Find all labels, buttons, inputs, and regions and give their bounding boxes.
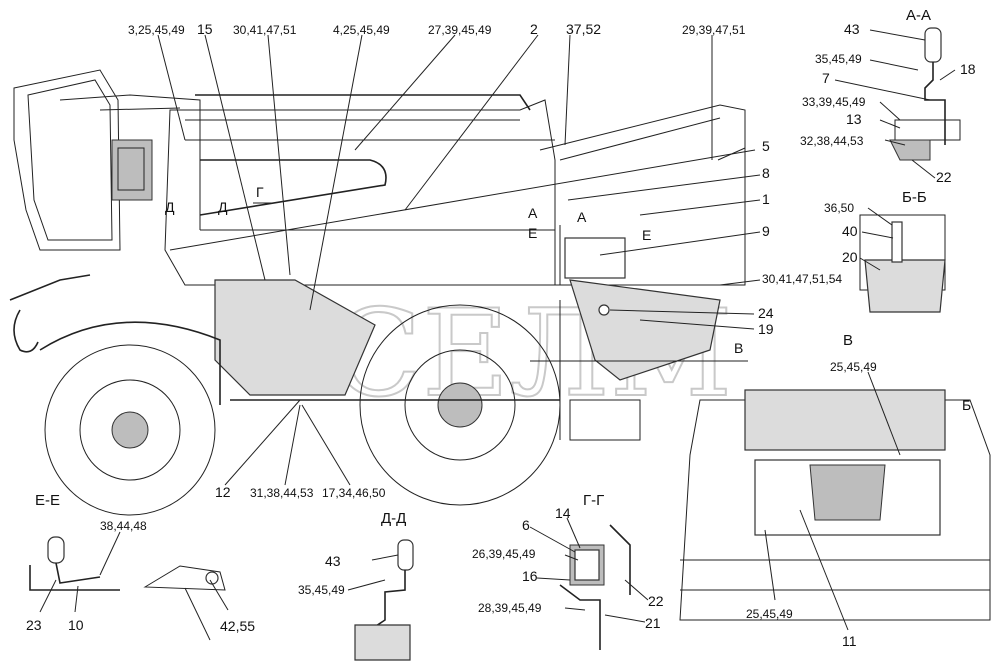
callout-9: 5 [762, 138, 770, 154]
callout-4: 4,25,45,49 [333, 23, 390, 37]
view-g-g-part-1: 14 [555, 505, 571, 521]
view-a-a-part-6: 13 [846, 111, 862, 127]
view-a-a-part-7: 32,38,44,53 [800, 134, 864, 148]
view-g-g-part-3: 26,39,45,49 [472, 547, 536, 561]
section-mark-a1: А [528, 205, 538, 221]
callout-1: 3,25,45,49 [128, 23, 185, 37]
view-a-a-title: А-А [906, 7, 931, 24]
view-d-d-title: Д-Д [381, 510, 406, 527]
view-b-b: Б-Б 36,50 40 20 [824, 189, 946, 313]
section-mark-g: Г [256, 184, 264, 200]
section-mark-d2: Д [218, 199, 228, 215]
callout-6: 2 [530, 21, 538, 37]
callout-10: 8 [762, 165, 770, 181]
view-v-part-1: 25,45,49 [830, 360, 877, 374]
callout-7: 37,52 [566, 21, 601, 37]
view-e-e-part-1: 38,44,48 [100, 519, 147, 533]
view-g-g: Г-Г 14 6 26,39,45,49 16 28,39,45,49 22 2… [472, 492, 664, 650]
view-a-a-part-4: 7 [822, 70, 830, 86]
callout-2: 15 [197, 21, 213, 37]
view-e-e-title: Е-Е [35, 492, 60, 509]
main-callouts: 3,25,45,49 15 30,41,47,51 4,25,45,49 27,… [128, 21, 842, 500]
callout-18: 17,34,46,50 [322, 486, 386, 500]
callout-5: 27,39,45,49 [428, 23, 492, 37]
view-b-b-title: Б-Б [902, 189, 927, 206]
section-mark-v: В [734, 340, 743, 356]
view-g-g-part-4: 16 [522, 568, 538, 584]
view-g-g-part-6: 22 [648, 593, 664, 609]
section-mark-e2: Е [642, 227, 651, 243]
view-e-e: Е-Е 38,44,48 23 10 42,55 [26, 492, 255, 641]
callout-11: 1 [762, 191, 770, 207]
view-e-e-part-4: 42,55 [220, 618, 255, 634]
view-b-b-part-1: 36,50 [824, 201, 854, 215]
callout-13: 30,41,47,51,54 [762, 272, 842, 286]
section-mark-e1: Е [528, 225, 537, 241]
view-a-a-part-8: 22 [936, 169, 952, 185]
section-mark-a2: А [577, 209, 587, 225]
view-g-g-part-5: 28,39,45,49 [478, 601, 542, 615]
view-b-b-part-2: 40 [842, 223, 858, 239]
view-d-d: Д-Д 43 35,45,49 [298, 510, 414, 661]
section-mark-b2: Б [962, 397, 971, 413]
callout-15: 19 [758, 321, 774, 337]
view-d-d-part-1: 43 [325, 553, 341, 569]
leader-lines [157, 34, 761, 486]
view-g-g-part-7: 21 [645, 615, 661, 631]
view-g-g-title: Г-Г [583, 492, 604, 509]
view-d-d-part-2: 35,45,49 [298, 583, 345, 597]
view-e-e-part-2: 23 [26, 617, 42, 633]
view-v-title: В [843, 332, 853, 349]
view-v-part-2: 25,45,49 [746, 607, 793, 621]
view-b-b-part-3: 20 [842, 249, 858, 265]
section-mark-d1: Д [165, 199, 175, 215]
view-v-part-3: 11 [842, 633, 857, 649]
callout-3: 30,41,47,51 [233, 23, 297, 37]
view-g-g-part-2: 6 [522, 517, 530, 533]
view-a-a-part-2: 35,45,49 [815, 52, 862, 66]
view-a-a-part-5: 33,39,45,49 [802, 95, 866, 109]
view-a-a-part-3: 18 [960, 61, 976, 77]
callout-16: 12 [215, 484, 231, 500]
view-a-a: А-А 43 35,45,49 18 7 33,39,45,49 13 32,3… [800, 7, 976, 185]
view-e-e-part-3: 10 [68, 617, 84, 633]
callout-17: 31,38,44,53 [250, 486, 314, 500]
view-a-a-part-1: 43 [844, 21, 860, 37]
harvester-side-view [9, 69, 756, 516]
callout-8: 29,39,47,51 [682, 23, 746, 37]
callout-14: 24 [758, 305, 774, 321]
callout-12: 9 [762, 223, 770, 239]
view-v: В 25,45,49 25,45,49 11 [679, 332, 991, 649]
